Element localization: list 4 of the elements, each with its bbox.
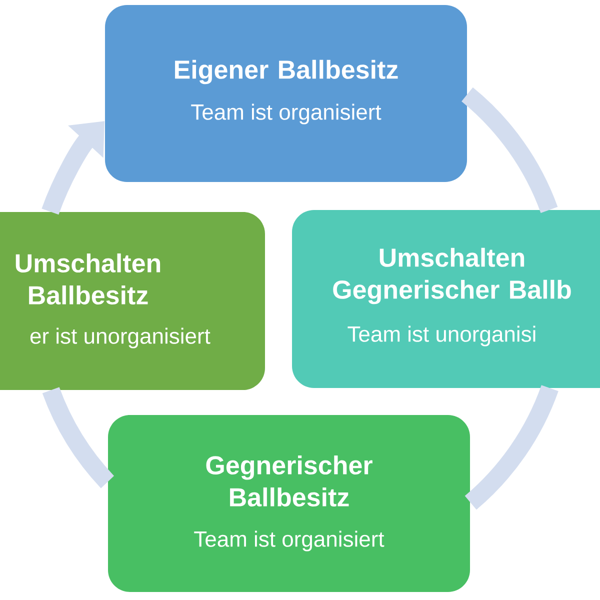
stage-box: Umschalten Ballbesitz er ist unorganisiert — [0, 212, 265, 390]
stage-box: Gegnerischer Ballbesitz Team ist organisiert — [108, 415, 470, 592]
stage-box: Eigener Ballbesitz Team ist organisiert — [105, 5, 467, 182]
stage-box: Umschalten Gegnerischer Ballb Team ist unorganisi — [292, 210, 600, 388]
